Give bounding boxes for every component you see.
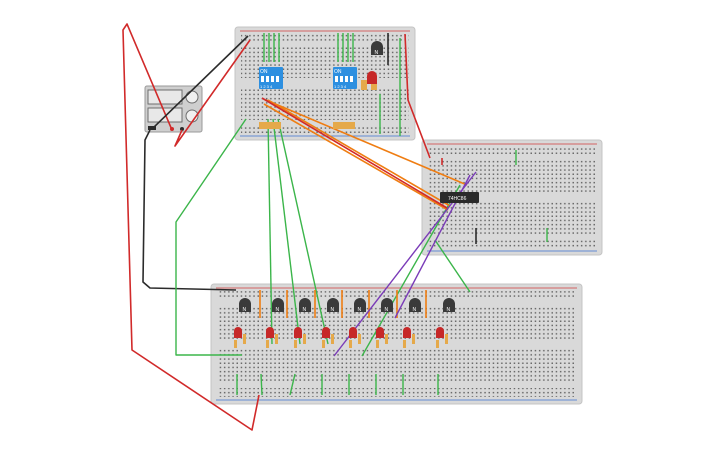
resistor[interactable] — [412, 334, 415, 344]
breadboard-right[interactable] — [421, 139, 603, 256]
resistor[interactable] — [436, 340, 439, 348]
resistor[interactable] — [303, 334, 306, 344]
transistor[interactable] — [443, 298, 455, 312]
dip-switch-1-on-label: ON — [260, 69, 268, 75]
led[interactable] — [266, 327, 274, 338]
transistor-label: N — [358, 307, 362, 313]
resistor[interactable] — [376, 340, 379, 348]
led[interactable] — [376, 327, 384, 338]
resistor[interactable] — [385, 334, 388, 344]
ic-label: 74HC86 — [448, 196, 467, 202]
transistor[interactable] — [409, 298, 421, 312]
resistor[interactable] — [234, 340, 237, 348]
wires-red[interactable] — [122, 23, 443, 431]
resistor[interactable] — [266, 340, 269, 348]
transistor[interactable] — [327, 298, 339, 312]
resistor[interactable] — [275, 334, 278, 344]
transistor-label: N — [413, 307, 417, 313]
wires-orange[interactable] — [259, 99, 468, 318]
transistor-label: N — [276, 307, 280, 313]
transistor-label: N — [243, 307, 247, 313]
wire-red-diagonal[interactable] — [261, 97, 448, 209]
transistor[interactable] — [381, 298, 393, 312]
led[interactable] — [436, 327, 444, 338]
resistor[interactable] — [331, 334, 334, 344]
led[interactable] — [234, 327, 242, 338]
transistor-top-label: N — [375, 50, 379, 56]
resistor[interactable] — [322, 340, 325, 348]
transistor-label: N — [385, 307, 389, 313]
led[interactable] — [403, 327, 411, 338]
led-top[interactable] — [367, 71, 377, 84]
transistor[interactable] — [354, 298, 366, 312]
transistor[interactable] — [239, 298, 251, 312]
dip-switch-2[interactable]: ON 1 2 3 4 — [333, 67, 357, 89]
dip-switch-1[interactable]: ON 1 2 3 4 — [259, 67, 283, 89]
dip-switch-2-on-label: ON — [334, 69, 342, 75]
led[interactable] — [349, 327, 357, 338]
resistor[interactable] — [294, 340, 297, 348]
led[interactable] — [294, 327, 302, 338]
resistor[interactable] — [403, 340, 406, 348]
dip-switch-2-pins: 1 2 3 4 — [334, 84, 347, 89]
resistor[interactable] — [445, 334, 448, 344]
transistor[interactable] — [299, 298, 311, 312]
resistor[interactable] — [349, 340, 352, 348]
resistor-group-top[interactable] — [259, 80, 377, 129]
transistor[interactable] — [272, 298, 284, 312]
resistor[interactable] — [243, 334, 246, 344]
led[interactable] — [322, 327, 330, 338]
resistor[interactable] — [358, 334, 361, 344]
transistor-label: N — [447, 307, 451, 313]
transistor-label: N — [303, 307, 307, 313]
transistor-label: N — [331, 307, 335, 313]
transistor-top[interactable]: N — [371, 41, 383, 56]
ic-chip[interactable]: 74HC86 — [440, 192, 479, 203]
wires-black[interactable] — [142, 33, 477, 291]
dip-switch-1-pins: 1 2 3 4 — [260, 84, 273, 89]
